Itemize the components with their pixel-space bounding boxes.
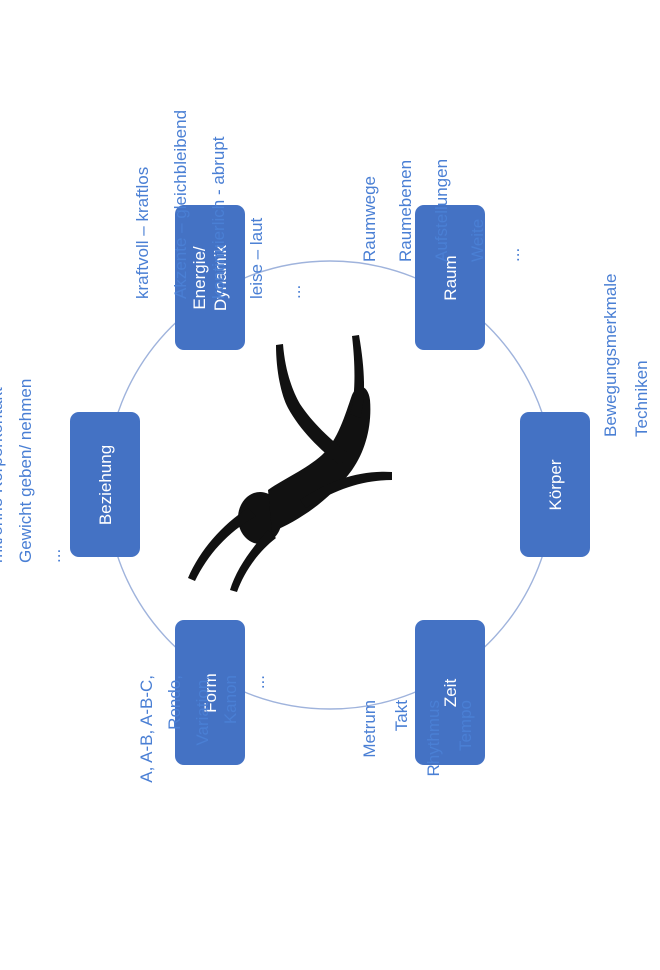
beziehung-item: ...	[45, 549, 64, 563]
node-zeit-items: Metrum Takt Rhythmus Tempo	[360, 700, 475, 777]
node-form-box	[175, 620, 245, 765]
beziehung-item: Gewicht geben/ nehmen	[16, 379, 35, 563]
energie-item: kraftvoll – kraftlos	[133, 167, 152, 299]
node-koerper-label: Körper	[546, 459, 565, 510]
raum-item: Raumebenen	[396, 160, 415, 262]
node-beziehung: Beziehung Nähe – Fernemit/ohne Körperkon…	[0, 379, 140, 563]
form-item: Rondo,	[165, 675, 184, 730]
energie-item: leise – laut	[247, 217, 266, 299]
energie-item: Akzente – gleichbleibend	[171, 110, 190, 299]
zeit-item: Rhythmus	[424, 700, 443, 777]
node-raum-box	[415, 205, 485, 350]
node-beziehung-items: Nähe – Fernemit/ohne KörperkontaktGewich…	[0, 379, 64, 563]
form-item: A, A-B, A-B-C,	[137, 675, 156, 783]
node-form: Form A, A-B, A-B-C, Rondo, Variation, Kanon…	[137, 620, 268, 783]
raum-item: Weite	[468, 219, 487, 262]
node-energie-box	[175, 205, 245, 350]
node-zeit-box	[415, 620, 485, 765]
energie-item: kontinuierlich - abrupt	[209, 136, 228, 299]
zeit-item: Tempo	[456, 700, 475, 751]
node-form-items: A, A-B, A-B-C, Rondo, Variation, Kanon...	[137, 675, 268, 783]
node-beziehung-label: Beziehung	[96, 445, 115, 525]
beziehung-item: mit/ohne Körperkontakt	[0, 387, 6, 563]
node-energie-label-line-2: Dynamik	[211, 244, 230, 311]
node-koerper-box	[520, 412, 590, 557]
koerper-item: Techniken	[632, 360, 651, 437]
form-item: ...	[249, 675, 268, 689]
energie-item: ...	[285, 285, 304, 299]
form-item: Variation,	[193, 675, 212, 746]
node-energie-label-line-1: Energie/	[190, 246, 209, 310]
node-energie-items: kraftvoll – kraftlos Akzente – gleichblei…	[133, 110, 304, 299]
dancer-silhouette-icon	[188, 335, 392, 592]
zeit-item: Metrum	[360, 700, 379, 758]
form-item: Kanon	[221, 675, 240, 724]
node-energie-dynamik: Energie/ Dynamik kraftvoll – kraftlos Akz…	[133, 110, 304, 350]
raum-item: Aufstellungen	[432, 159, 451, 262]
node-raum-label: Raum	[441, 255, 460, 300]
node-zeit-label: Zeit	[441, 679, 460, 708]
node-zeit: Zeit Metrum Takt Rhythmus Tempo	[360, 620, 485, 777]
zeit-item: Takt	[392, 700, 411, 731]
raum-item: Raumwege	[360, 176, 379, 262]
node-beziehung-box	[70, 412, 140, 557]
raum-item: ...	[504, 248, 523, 262]
koerper-item: Bewegungsmerkmale	[601, 274, 620, 437]
node-form-label: Form	[201, 673, 220, 713]
